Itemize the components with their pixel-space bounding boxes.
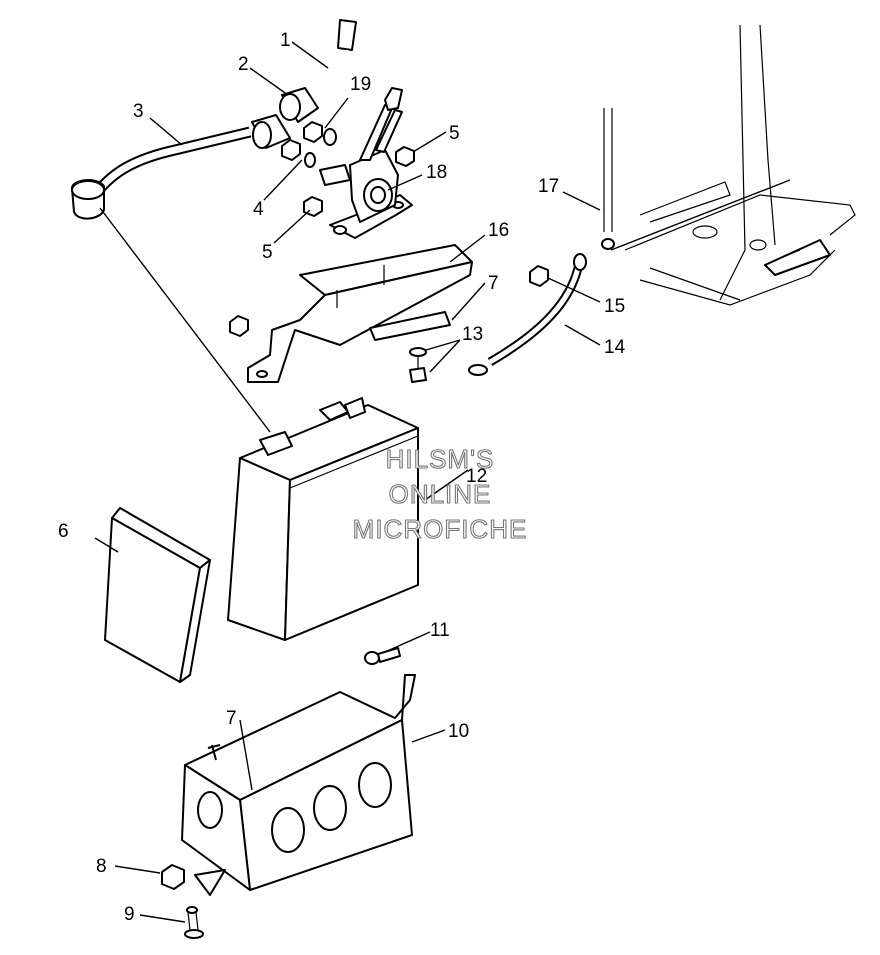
bracket <box>229 244 473 383</box>
ground-cable <box>468 253 587 376</box>
cable-top <box>298 19 357 101</box>
watermark-line-1: HILSM'S <box>386 444 495 474</box>
callout-18: 18 <box>426 162 447 183</box>
callout-17: 17 <box>538 176 559 197</box>
callout-6: 6 <box>58 521 69 542</box>
callout-12: 12 <box>466 466 487 487</box>
callout-4: 4 <box>253 199 264 220</box>
solenoid <box>319 87 413 239</box>
callout-10: 10 <box>448 721 469 742</box>
nut <box>161 864 185 890</box>
callout-19: 19 <box>350 74 371 95</box>
screw-clip <box>409 347 427 383</box>
callout-3: 3 <box>133 101 144 122</box>
flange-screw <box>184 906 204 939</box>
terminal-boot <box>279 87 319 123</box>
callout-7-upper: 7 <box>488 273 499 294</box>
callout-13: 13 <box>462 324 483 345</box>
foam-pad-upper <box>369 311 451 341</box>
leader-lines <box>94 41 791 923</box>
foam-pad-side <box>104 507 211 683</box>
callout-15: 15 <box>604 296 625 317</box>
watermark-line-2: ONLINE <box>389 479 492 509</box>
battery-tray <box>181 674 416 896</box>
callout-8: 8 <box>96 856 107 877</box>
callout-11: 11 <box>430 620 450 641</box>
callout-1: 1 <box>280 30 291 51</box>
callout-9: 9 <box>124 904 135 925</box>
battery <box>227 397 419 641</box>
callout-5-lower: 5 <box>262 242 273 263</box>
vehicle-frame <box>601 24 856 306</box>
watermark-line-3: MICROFICHE <box>353 514 528 544</box>
callout-7-lower: 7 <box>226 708 237 729</box>
screw <box>364 647 401 665</box>
callout-16: 16 <box>488 220 509 241</box>
callout-14: 14 <box>604 337 626 358</box>
callout-5: 5 <box>449 123 460 144</box>
battery-cable <box>71 114 291 220</box>
callout-2: 2 <box>238 54 249 75</box>
